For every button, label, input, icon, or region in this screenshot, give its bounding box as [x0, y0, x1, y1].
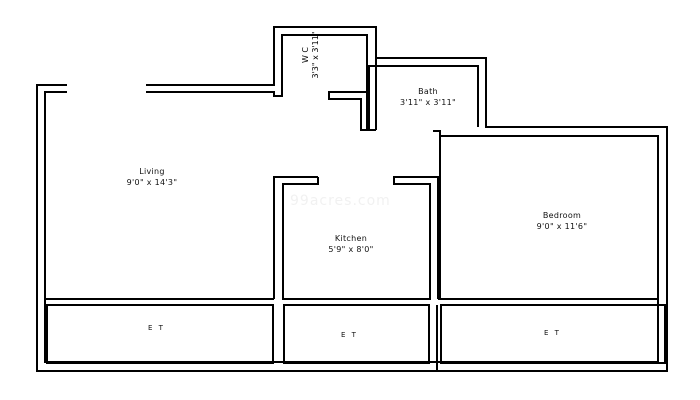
room-label-bath: Bath 3'11" x 3'11" [388, 86, 468, 108]
room-label-kitchen: Kitchen 5'9" x 8'0" [311, 233, 391, 255]
room-dimensions: 9'0" x 11'6" [536, 222, 588, 231]
room-label-wc: W C 3'3" x 3'11" [301, 25, 331, 85]
room-label-living: Living 9'0" x 14'3" [112, 166, 192, 188]
wc-walls [281, 34, 479, 131]
room-dimensions: 3'3" x 3'11" [311, 31, 320, 79]
living-bottom-wall [45, 298, 658, 300]
room-name: W C [301, 46, 310, 64]
room-label-bedroom: Bedroom 9'0" x 11'6" [517, 210, 607, 232]
et-box-2 [283, 304, 430, 364]
room-name: Bath [418, 87, 438, 96]
et-box-3 [440, 304, 666, 364]
kitchen-walls [273, 176, 439, 300]
bath-walls [369, 58, 487, 131]
room-dimensions: 5'9" x 8'0" [328, 245, 374, 254]
terrace-label-2: E T [341, 331, 358, 339]
terrace-label-1: E T [148, 324, 165, 332]
room-dimensions: 3'11" x 3'11" [399, 98, 457, 107]
room-name: Living [139, 167, 165, 176]
outer-wall-inner [44, 91, 659, 363]
room-dimensions: 9'0" x 14'3" [126, 178, 178, 187]
room-name: Bedroom [542, 211, 582, 220]
watermark: 99acres.com [290, 193, 391, 209]
et-box-1 [46, 304, 274, 364]
terrace-label-3: E T [544, 329, 561, 337]
room-name: Kitchen [334, 234, 368, 243]
